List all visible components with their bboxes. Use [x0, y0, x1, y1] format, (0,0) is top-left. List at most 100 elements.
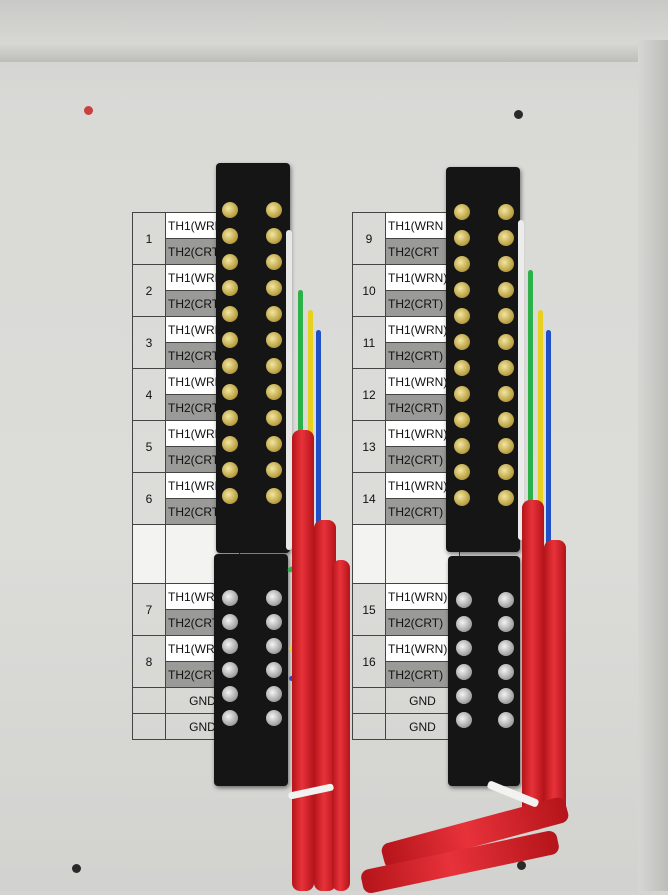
- mounting-hole: [517, 861, 526, 870]
- enclosure-right-rim: [638, 40, 668, 891]
- blank-row: [352, 524, 460, 584]
- terminal-screw: [222, 228, 238, 244]
- terminal-screw: [454, 334, 470, 350]
- terminal-number: 8: [132, 635, 166, 688]
- terminal-screw: [498, 204, 514, 220]
- terminal-screw: [222, 306, 238, 322]
- terminal-screw: [498, 464, 514, 480]
- terminal-screw: [222, 488, 238, 504]
- terminal-screw: [498, 438, 514, 454]
- terminal-screw: [498, 386, 514, 402]
- terminal-screw: [498, 592, 514, 608]
- blank-cell: [385, 524, 460, 584]
- yellow-wire: [308, 310, 313, 550]
- terminal-screw: [498, 640, 514, 656]
- terminal-screw: [266, 202, 282, 218]
- terminal-screw: [454, 360, 470, 376]
- terminal-screw: [454, 412, 470, 428]
- terminal-screw: [266, 358, 282, 374]
- white-wire: [518, 220, 524, 540]
- terminal-number: 10: [352, 264, 386, 317]
- terminal-screw: [266, 590, 282, 606]
- gnd-row: GND: [352, 687, 460, 714]
- terminal-screw: [498, 308, 514, 324]
- terminal-screw: [266, 662, 282, 678]
- terminal-screw: [454, 464, 470, 480]
- terminal-screw: [266, 436, 282, 452]
- terminal-number: 4: [132, 368, 166, 421]
- gnd-number-cell: [132, 687, 166, 714]
- critical-label: TH2(CRT): [385, 609, 460, 636]
- gnd-label: GND: [385, 687, 460, 714]
- terminal-screw: [222, 462, 238, 478]
- terminal-screw: [454, 204, 470, 220]
- terminal-screw: [222, 384, 238, 400]
- terminal-screw: [266, 306, 282, 322]
- enclosure-top-rim: [0, 0, 668, 62]
- terminal-screw: [222, 332, 238, 348]
- terminal-number: 15: [352, 583, 386, 636]
- terminal-screw: [454, 230, 470, 246]
- terminal-screw: [266, 280, 282, 296]
- warning-label: TH1(WRN): [385, 635, 460, 662]
- terminal-screw: [498, 282, 514, 298]
- terminal-number: 11: [352, 316, 386, 369]
- warning-label: TH1(WRN: [165, 472, 240, 499]
- terminal-screw: [498, 360, 514, 376]
- terminal-screw: [498, 412, 514, 428]
- terminal-screw: [266, 228, 282, 244]
- terminal-screw: [454, 490, 470, 506]
- blank-cell: [352, 524, 386, 584]
- terminal-screw: [222, 410, 238, 426]
- gnd-label: GND: [385, 713, 460, 740]
- terminal-screw: [266, 254, 282, 270]
- gnd-number-cell: [352, 687, 386, 714]
- terminal-screw: [454, 282, 470, 298]
- yellow-wire: [538, 310, 543, 570]
- terminal-number: 1: [132, 212, 166, 265]
- mounting-hole: [84, 106, 93, 115]
- terminal-screw: [222, 686, 238, 702]
- terminal-screw: [456, 592, 472, 608]
- red-cable: [544, 540, 566, 820]
- mounting-hole: [72, 864, 81, 873]
- blue-wire: [316, 330, 321, 560]
- terminal-number: 16: [352, 635, 386, 688]
- terminal-screw: [456, 712, 472, 728]
- red-cable: [292, 430, 314, 891]
- terminal-screw: [222, 614, 238, 630]
- terminal-screw: [266, 462, 282, 478]
- terminal-screw: [266, 332, 282, 348]
- terminal-screw: [266, 614, 282, 630]
- terminal-number: 7: [132, 583, 166, 636]
- terminal-screw: [498, 712, 514, 728]
- terminal-screw: [456, 688, 472, 704]
- terminal-screw: [266, 488, 282, 504]
- terminal-screw: [222, 202, 238, 218]
- terminal-screw: [266, 686, 282, 702]
- terminal-screw: [266, 638, 282, 654]
- terminal-screw: [222, 710, 238, 726]
- gnd-number-cell: [132, 713, 166, 740]
- terminal-screw: [498, 616, 514, 632]
- terminal-screw: [222, 590, 238, 606]
- blue-wire: [546, 330, 551, 580]
- red-cable: [332, 560, 350, 891]
- terminal-screw: [454, 308, 470, 324]
- terminal-number: 3: [132, 316, 166, 369]
- terminal-screw: [456, 664, 472, 680]
- red-cable: [522, 500, 544, 830]
- blank-cell: [132, 524, 166, 584]
- terminal-number: 13: [352, 420, 386, 473]
- white-wire: [286, 230, 292, 550]
- terminal-number: 6: [132, 472, 166, 525]
